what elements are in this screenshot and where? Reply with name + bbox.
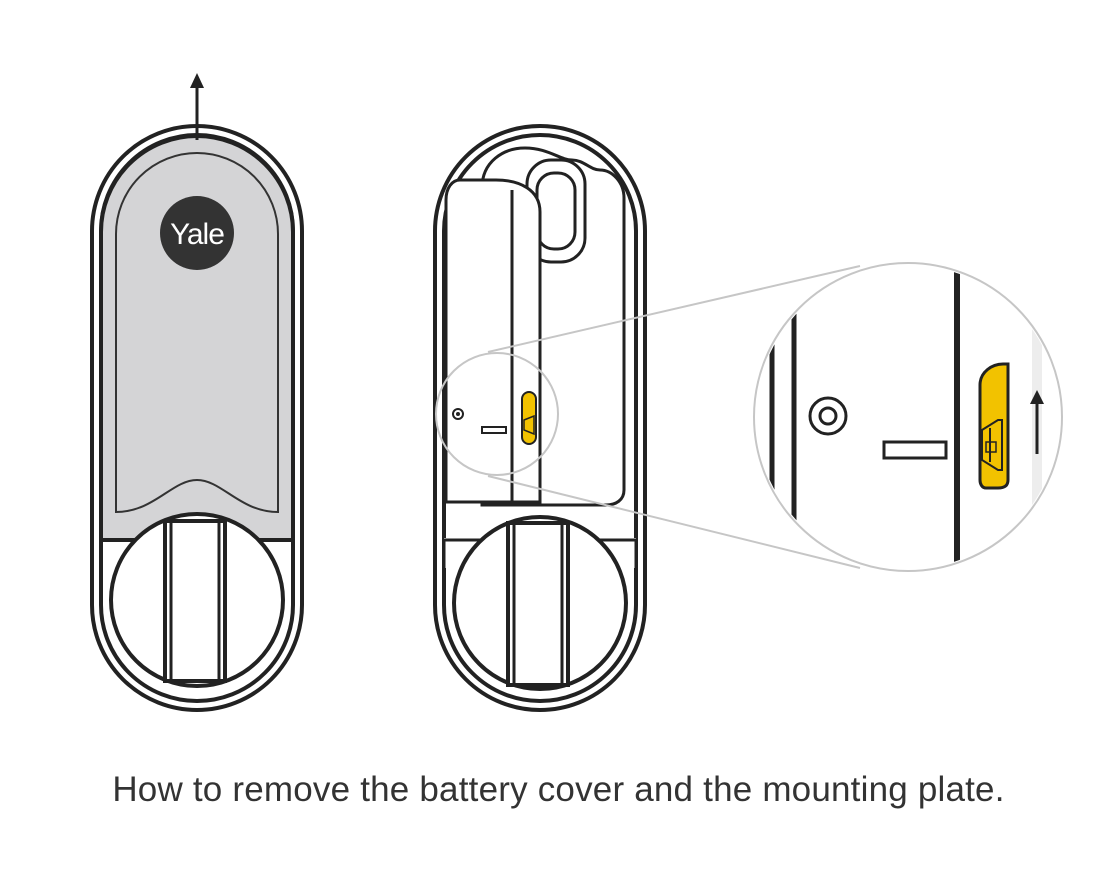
yale-logo-badge — [160, 196, 234, 270]
instruction-caption: How to remove the battery cover and the … — [112, 770, 1005, 809]
thumb-turn-knob-2 — [442, 515, 638, 691]
magnifier-zoom-circle — [753, 262, 1063, 572]
slot-small — [481, 426, 507, 434]
latch-zoomed — [978, 362, 1010, 490]
lock-front-without-cover — [433, 124, 647, 712]
slot-zoomed — [882, 440, 948, 460]
lock-diagram: Yale — [90, 73, 1063, 712]
yale-logo-text: Yale — [170, 218, 224, 251]
magnifier-source-ring — [435, 352, 559, 476]
battery-cover-contour — [115, 152, 279, 514]
battery-cover — [99, 134, 295, 542]
slide-up-arrow — [190, 73, 204, 140]
latch-up-arrow — [1030, 390, 1044, 454]
mounting-plate — [444, 178, 542, 504]
magnifier-callout — [435, 262, 1063, 572]
lock-front-with-battery-cover: Yale — [90, 73, 304, 712]
thumb-turn-knob — [109, 512, 285, 688]
